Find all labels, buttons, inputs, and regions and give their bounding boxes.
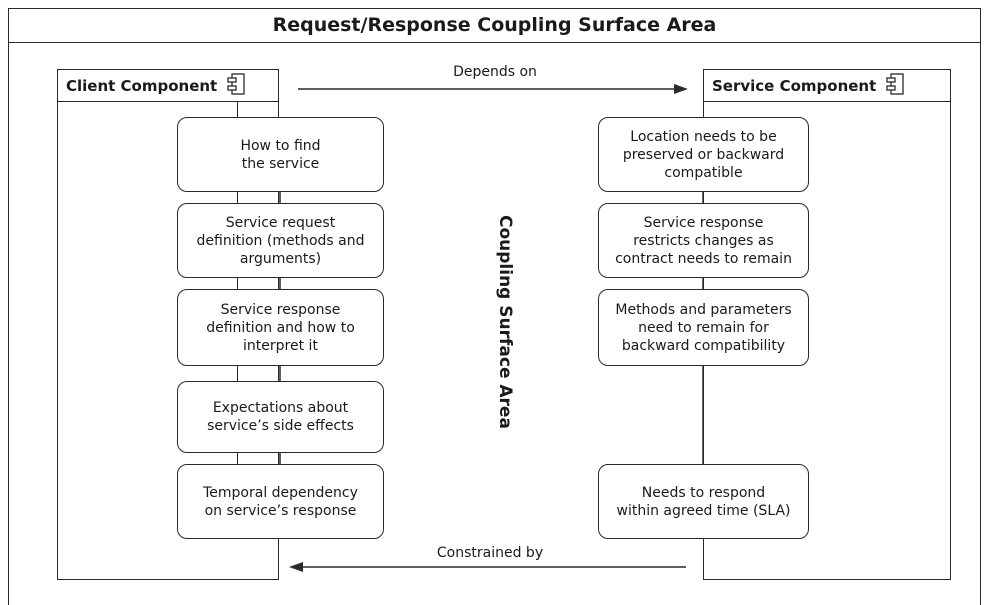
client-component-name: Client Component — [66, 76, 218, 95]
client-component-header: Client Component — [57, 69, 279, 102]
service-box-1: Location needs to be preserved or backwa… — [598, 117, 809, 192]
client-box-4: Expectations about service’s side effect… — [177, 381, 384, 453]
constrained-by-label: Constrained by — [436, 545, 544, 561]
service-box-3: Methods and parameters need to remain fo… — [598, 289, 809, 366]
component-icon — [886, 72, 904, 99]
client-box-3: Service response definition and how to i… — [177, 289, 384, 366]
diagram-title: Request/Response Coupling Surface Area — [8, 8, 981, 43]
arrowhead-right — [674, 84, 688, 94]
diagram-frame — [8, 8, 981, 605]
service-component-name: Service Component — [712, 76, 877, 95]
service-box-2: Service response restricts changes as co… — [598, 203, 809, 278]
client-box-5: Temporal dependency on service’s respons… — [177, 464, 384, 539]
service-box-4: Needs to respond within agreed time (SLA… — [598, 464, 809, 539]
client-box-1: How to find the service — [177, 117, 384, 192]
depends-on-label: Depends on — [453, 64, 537, 80]
client-box-2: Service request definition (methods and … — [177, 203, 384, 278]
service-component-header: Service Component — [703, 69, 951, 102]
coupling-surface-area-label: Coupling Surface Area — [495, 215, 515, 429]
arrowhead-left — [289, 562, 303, 572]
client-lifeline — [237, 101, 238, 466]
component-icon — [227, 72, 245, 99]
